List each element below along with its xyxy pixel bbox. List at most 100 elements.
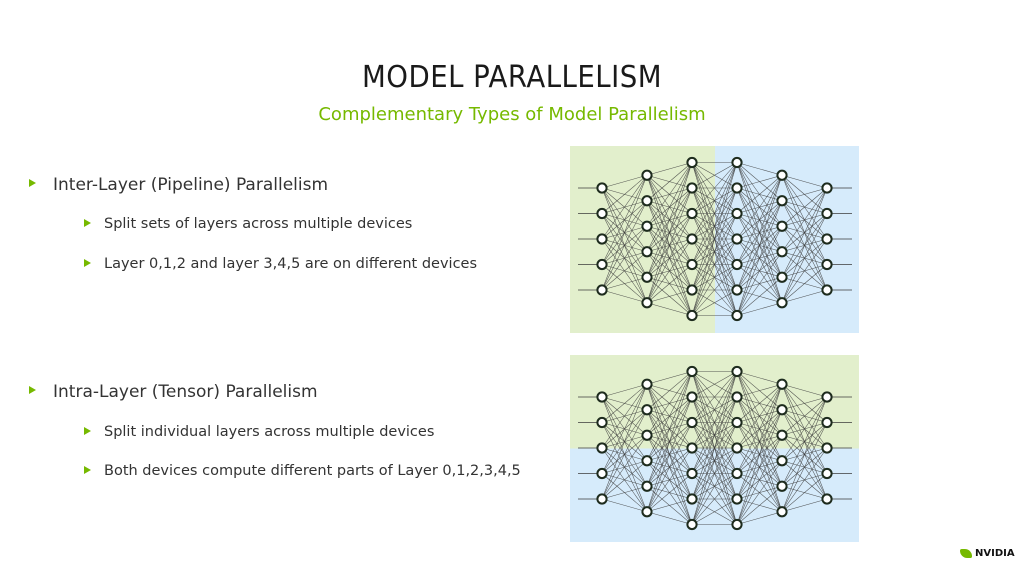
network-node: [731, 416, 743, 429]
network-node: [731, 467, 743, 480]
network-edge: [601, 384, 648, 449]
network-node: [731, 207, 743, 220]
network-node: [641, 455, 653, 467]
network-edge: [691, 162, 738, 291]
network-node: [731, 518, 743, 531]
network-edge: [601, 175, 648, 291]
network-edge: [646, 213, 693, 303]
network-edge: [736, 435, 783, 525]
network-node: [821, 233, 833, 245]
nvidia-eye-icon: [960, 548, 972, 558]
network-node: [641, 195, 653, 207]
network-node: [776, 480, 788, 492]
sub-bullet: Split sets of layers across multiple dev…: [84, 216, 412, 232]
network-edge: [736, 383, 783, 398]
nvidia-logo: NVIDIA: [960, 546, 1015, 560]
network-edge: [646, 162, 693, 252]
brand-name: NVIDIA: [975, 547, 1015, 559]
network-edge: [646, 396, 693, 512]
network-node: [596, 391, 608, 403]
network-edge: [781, 264, 828, 303]
network-edge: [601, 251, 648, 291]
network-node: [776, 455, 788, 467]
network-edge: [736, 200, 783, 316]
network-edge: [781, 473, 828, 512]
network-node: [686, 442, 698, 454]
network-edge: [691, 162, 738, 214]
network-edge: [646, 238, 693, 303]
network-node: [776, 506, 788, 518]
network-edge: [736, 175, 783, 240]
network-edge: [736, 175, 783, 214]
network-node: [596, 416, 608, 429]
tensor-parallel-network-diagram: [570, 355, 859, 542]
bullet-arrow-icon: [84, 466, 91, 474]
bullet-text: Inter-Layer (Pipeline) Parallelism: [53, 175, 329, 195]
network-edge: [736, 384, 783, 525]
bullet-text: Split individual layers across multiple …: [104, 424, 435, 440]
bullet-text: Intra-Layer (Tensor) Parallelism: [53, 382, 318, 402]
network-node: [776, 195, 788, 207]
network-edge: [781, 187, 828, 252]
network-node: [776, 297, 788, 309]
network-edge: [781, 213, 828, 303]
network-edge: [781, 396, 828, 411]
network-edge: [601, 409, 648, 500]
network-edge: [601, 383, 648, 398]
network-node: [731, 233, 743, 245]
network-node: [776, 404, 788, 416]
network-edge: [601, 276, 648, 291]
network-edge: [781, 422, 828, 512]
network-edge: [646, 162, 693, 176]
network-node: [731, 365, 743, 378]
network-node: [731, 258, 743, 271]
network-edge: [691, 371, 738, 449]
network-node: [596, 284, 608, 296]
network-node: [686, 233, 698, 245]
network-node: [776, 271, 788, 283]
network-edge: [691, 371, 738, 398]
network-edge: [646, 371, 693, 512]
network-edge: [691, 371, 738, 500]
bullet-intra-layer: Intra-Layer (Tensor) Parallelism: [29, 382, 318, 402]
network-edge: [646, 422, 693, 512]
bullet-inter-layer: Inter-Layer (Pipeline) Parallelism: [29, 175, 329, 195]
network-edge: [601, 485, 648, 500]
network-node: [776, 378, 788, 390]
network-edge: [691, 162, 738, 189]
network-edge: [691, 447, 738, 525]
network-edge: [646, 162, 693, 303]
network-edge: [781, 187, 828, 303]
bullet-arrow-icon: [84, 219, 91, 227]
network-edge: [781, 396, 828, 436]
sub-bullet: Split individual layers across multiple …: [84, 424, 435, 440]
bullet-arrow-icon: [84, 259, 91, 267]
network-edge: [691, 213, 738, 316]
network-edge: [736, 277, 783, 316]
network-edge: [781, 187, 828, 278]
network-node: [641, 169, 653, 181]
network-edge: [691, 289, 738, 316]
network-node: [596, 467, 608, 480]
network-edge: [691, 264, 738, 316]
network-edge: [736, 384, 783, 449]
network-node: [821, 258, 833, 271]
network-node: [686, 258, 698, 271]
network-edge: [601, 384, 648, 423]
network-edge: [736, 302, 783, 316]
network-node: [776, 246, 788, 258]
network-edge: [691, 498, 738, 525]
network-node: [731, 182, 743, 194]
network-node: [641, 429, 653, 441]
bullet-arrow-icon: [29, 179, 36, 187]
network-edge: [736, 175, 783, 265]
bullet-arrow-icon: [84, 427, 91, 435]
network-edge: [646, 473, 693, 512]
network-edge: [601, 435, 648, 500]
network-edge: [736, 460, 783, 525]
network-edge: [736, 174, 783, 189]
network-edge: [601, 175, 648, 214]
network-edge: [646, 289, 693, 304]
network-edge: [646, 264, 693, 303]
network-node: [821, 284, 833, 296]
